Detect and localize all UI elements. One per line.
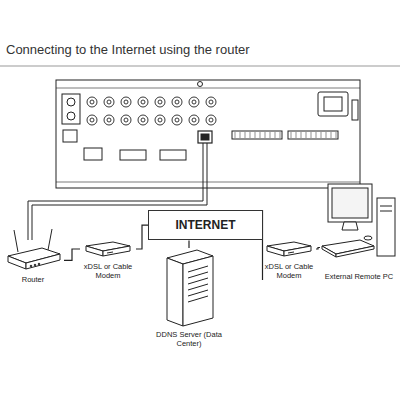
server-icon bbox=[161, 248, 217, 328]
network-link bbox=[64, 249, 80, 260]
terminal-pins bbox=[235, 132, 336, 138]
modem-node: xDSL or Cable Modem bbox=[262, 238, 316, 280]
bnc-connectors bbox=[87, 97, 216, 125]
modem-icon bbox=[264, 238, 314, 260]
modem-node: xDSL or Cable Modem bbox=[80, 238, 136, 280]
network-link bbox=[188, 240, 189, 248]
device-label: External Remote PC bbox=[320, 272, 398, 281]
router-icon bbox=[4, 228, 62, 273]
internet-box: INTERNET bbox=[148, 210, 263, 240]
pc-icon bbox=[320, 180, 398, 270]
dvr-rear-panel bbox=[56, 80, 360, 188]
network-link bbox=[136, 225, 148, 249]
server-node: DDNS Server (Data Center) bbox=[150, 248, 228, 348]
router-node: Router bbox=[2, 228, 64, 284]
device-label: xDSL or Cable Modem bbox=[262, 262, 316, 280]
title-rule bbox=[0, 66, 400, 67]
box-label: INTERNET bbox=[153, 218, 258, 232]
pc-node: External Remote PC bbox=[320, 180, 398, 281]
device-label: xDSL or Cable Modem bbox=[80, 262, 136, 280]
network-link bbox=[316, 248, 320, 250]
device-label: DDNS Server (Data Center) bbox=[150, 330, 228, 348]
diagram-title: Connecting to the Internet using the rou… bbox=[6, 42, 250, 57]
device-label: Router bbox=[2, 275, 64, 284]
modem-icon bbox=[83, 238, 133, 260]
